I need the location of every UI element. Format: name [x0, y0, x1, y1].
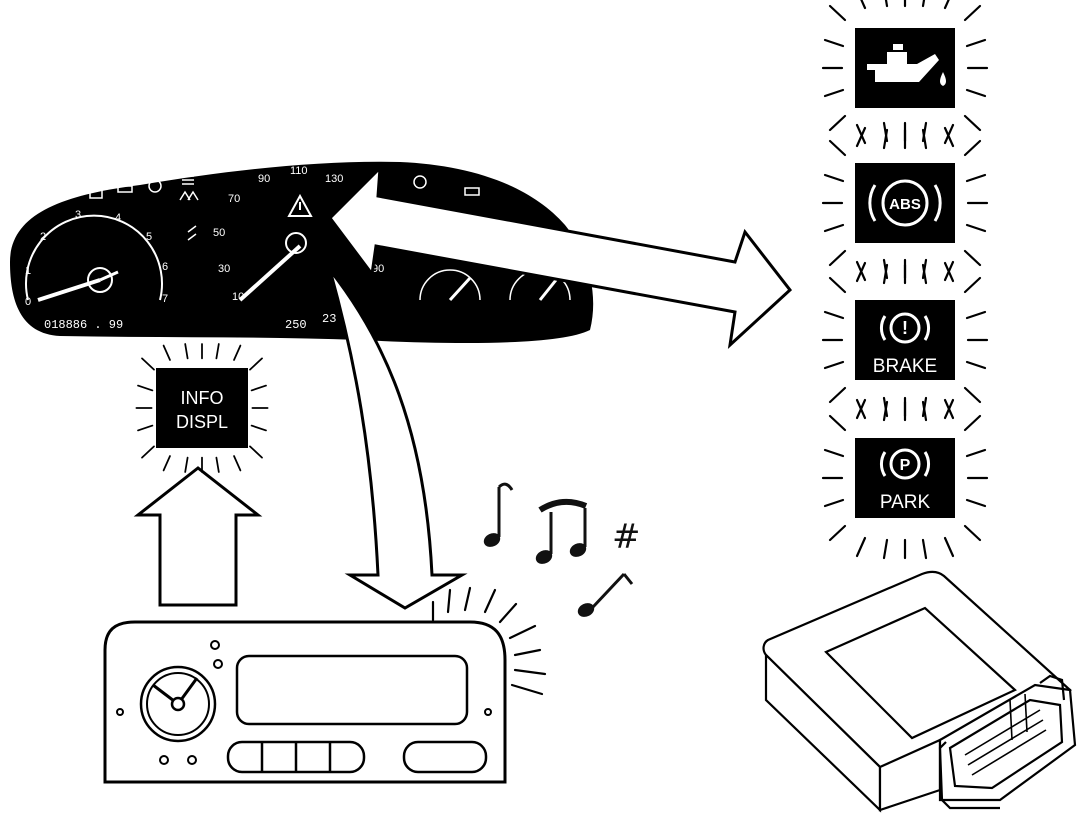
analog-clock-icon	[139, 665, 217, 743]
brake-exclamation: !	[902, 318, 908, 338]
tachometer: 0 1 2 3 4 5 6 7	[25, 209, 168, 308]
trip-meter: 250	[285, 318, 307, 332]
speed-num: 130	[325, 173, 343, 185]
oil-can-icon	[867, 44, 946, 86]
beamed-notes-icon	[535, 498, 588, 564]
music-notes: #	[483, 482, 641, 617]
indicator-symbols	[89, 175, 199, 241]
brake-label: BRAKE	[873, 356, 937, 377]
curved-arrow	[328, 269, 468, 610]
park-lamp: P PARK	[821, 396, 989, 560]
music-note-icon	[483, 482, 514, 547]
park-label: PARK	[880, 492, 931, 513]
tach-num: 3	[75, 209, 81, 221]
instrument-cluster: 0 1 2 3 4 5 6 7 10 30 50 70 90 110 130	[10, 161, 594, 343]
music-note-icon	[577, 572, 634, 617]
up-arrow	[133, 466, 263, 607]
park-p-symbol: P	[900, 457, 911, 474]
brake-warning-icon	[889, 312, 921, 344]
display-unit	[103, 620, 507, 784]
tach-num: 6	[162, 261, 168, 273]
abs-circle-icon	[881, 179, 929, 227]
tach-num: 0	[25, 296, 31, 308]
double-arrow	[328, 164, 793, 349]
speed-num: 50	[213, 227, 225, 239]
speed-num: 110	[290, 165, 308, 177]
speed-num: 70	[228, 193, 240, 205]
info-display-lamp: INFO DISPL	[135, 343, 269, 473]
display-screen	[235, 654, 469, 726]
tach-num: 4	[115, 212, 121, 224]
sound-rays	[431, 586, 547, 696]
sharp-symbol: #	[612, 517, 641, 557]
tach-num: 5	[146, 231, 152, 243]
abs-label: ABS	[889, 196, 921, 213]
speedometer: 10 30 50 70 90 110 130	[213, 165, 343, 303]
speed-num: 30	[218, 263, 230, 275]
info-display-line2: DISPL	[176, 412, 228, 432]
oil-pressure-lamp	[821, 0, 989, 150]
brake-lamp: ! BRAKE	[821, 258, 989, 422]
abs-lamp: ABS	[821, 121, 989, 285]
tach-num: 2	[40, 231, 46, 243]
control-module	[762, 570, 1077, 813]
trip-meter-2: 23	[322, 312, 336, 326]
speed-num: 90	[258, 173, 270, 185]
tach-num: 7	[162, 293, 168, 305]
temp-num: 90	[372, 263, 384, 275]
odometer: 018886 . 99	[44, 318, 123, 332]
button-row	[226, 740, 488, 774]
info-display-line1: INFO	[181, 388, 224, 408]
park-brake-icon	[889, 448, 921, 480]
tach-num: 1	[25, 265, 31, 277]
